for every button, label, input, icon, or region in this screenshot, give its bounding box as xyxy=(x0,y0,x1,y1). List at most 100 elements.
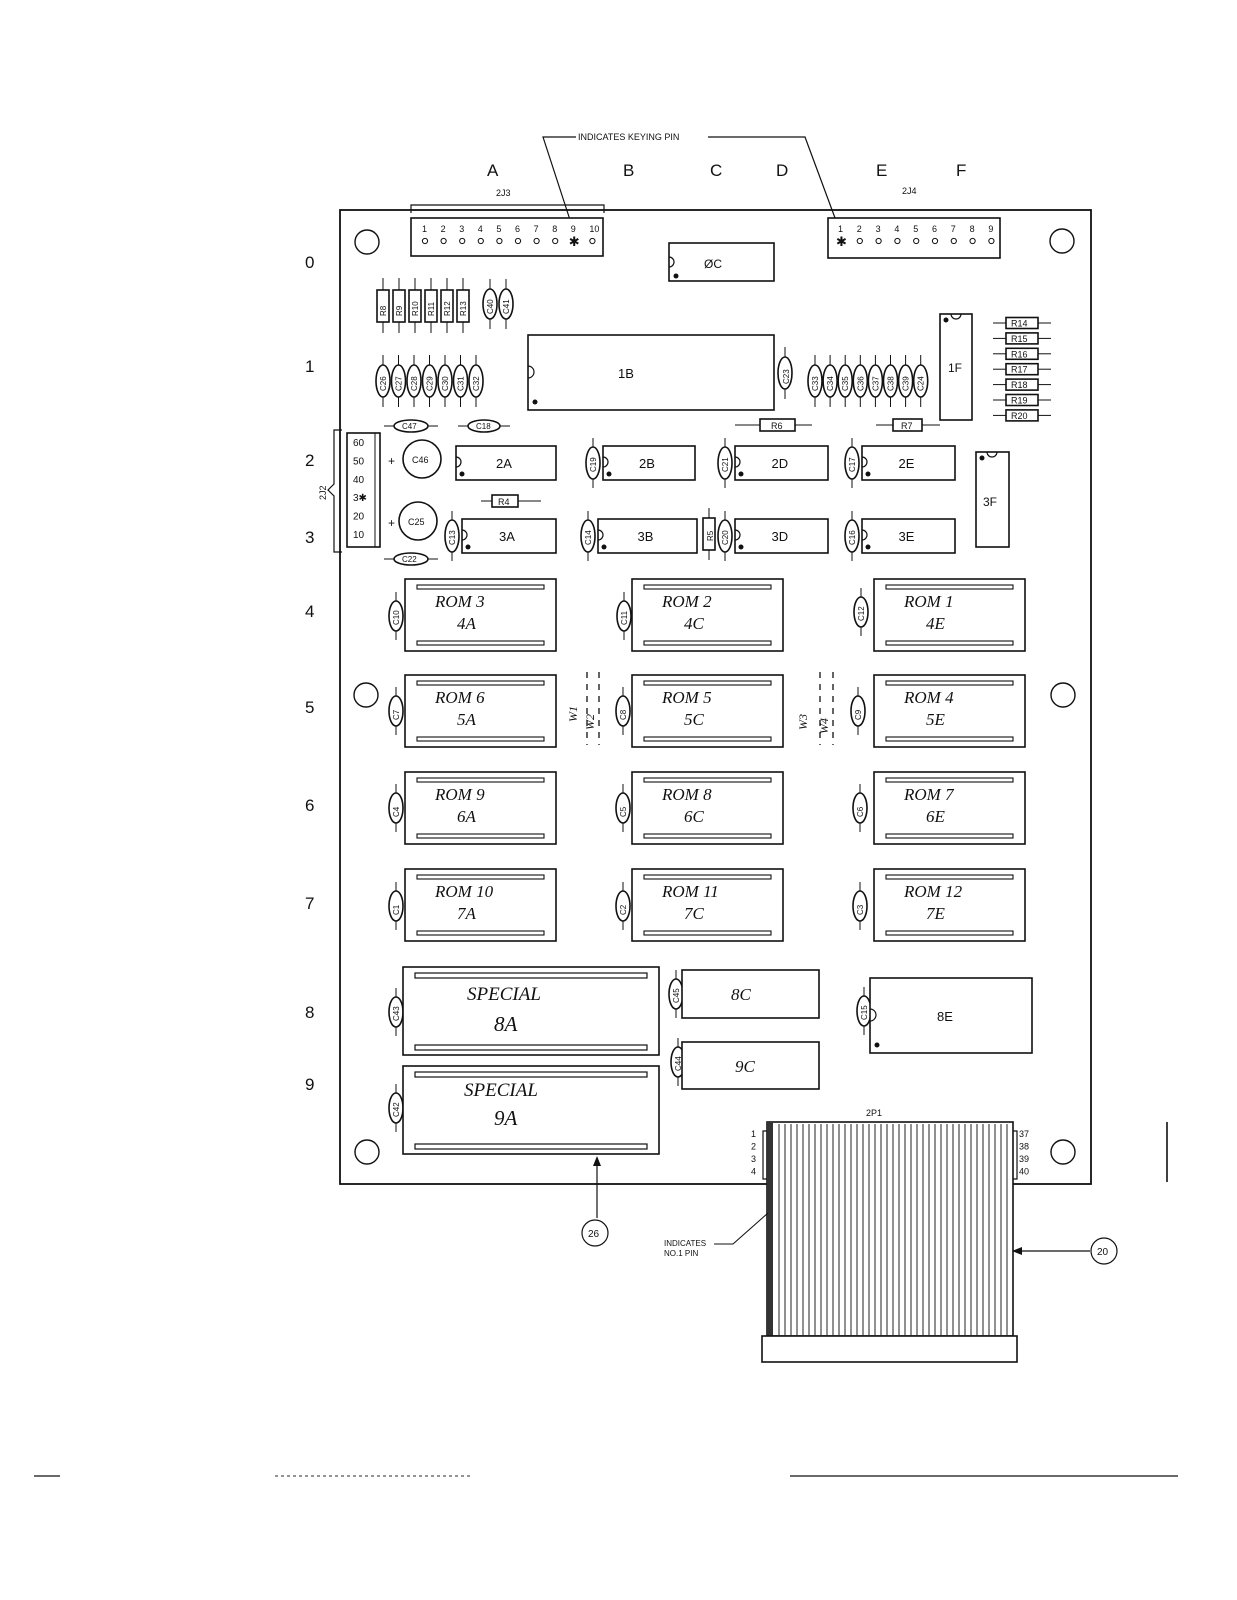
pin1-dot xyxy=(465,544,471,550)
capacitor-c8: C8 xyxy=(615,687,631,735)
capacitor-c39: C39 xyxy=(897,355,914,407)
capacitor-c46-label: C46 xyxy=(412,455,429,465)
connector-2j2-label: 2J2 xyxy=(318,485,328,500)
connector-2j4-label: 2J4 xyxy=(902,186,917,196)
ribbon-conductors xyxy=(778,1124,1008,1335)
pin1-dot xyxy=(738,544,744,550)
special-8a-name: SPECIAL xyxy=(467,984,541,1005)
special-8a-loc: 8A xyxy=(494,1012,518,1036)
capacitor-label: C24 xyxy=(917,376,926,391)
chip-0c-label: ØC xyxy=(704,257,722,271)
capacitor-c16: C16 xyxy=(844,511,860,561)
resistor-label: R11 xyxy=(427,301,436,316)
resistor-label: R16 xyxy=(1011,349,1028,359)
capacitor-c21: C21 xyxy=(717,438,733,488)
resistor-r19: R19 xyxy=(993,393,1051,407)
capacitor-c14: C14 xyxy=(580,511,596,561)
pin-hole xyxy=(421,237,429,245)
capacitor-label: C19 xyxy=(589,457,598,472)
pin1-dot xyxy=(874,1042,880,1048)
capacitor-label: C20 xyxy=(721,530,730,545)
pin-number: 3 xyxy=(459,224,464,234)
chip-label: 3D xyxy=(772,529,789,544)
capacitor-label: C14 xyxy=(584,530,593,545)
resistor-label: R13 xyxy=(459,301,468,316)
resistor-r16: R16 xyxy=(993,347,1051,361)
capacitor-c30: C30 xyxy=(437,355,453,407)
capacitor-label: C38 xyxy=(887,376,896,391)
chip-9c-body xyxy=(681,1041,820,1090)
capacitor-c10: C10 xyxy=(388,592,404,640)
capacitor-label: C16 xyxy=(848,530,857,545)
capacitor-c31: C31 xyxy=(452,355,469,407)
pin-number: 1 xyxy=(422,224,427,234)
chip-label: 3E xyxy=(899,529,915,544)
resistor-r18: R18 xyxy=(993,378,1051,391)
mounting-hole xyxy=(354,1139,380,1165)
pin-number: 8 xyxy=(970,224,975,234)
rom-chip-5a: ROM 65A xyxy=(404,674,557,748)
column-a: A xyxy=(487,161,499,180)
row-8: 8 xyxy=(305,1003,314,1022)
chip-1b: 1B xyxy=(527,334,775,411)
resistor-r5-label: R5 xyxy=(706,530,715,541)
chip-0c-body xyxy=(668,242,775,282)
column-b: B xyxy=(623,161,634,180)
pin-number: 7 xyxy=(534,224,539,234)
mounting-hole xyxy=(1049,228,1075,254)
pin-number: 10 xyxy=(589,224,599,234)
capacitor-c19: C19 xyxy=(585,438,601,488)
chip-label: 2B xyxy=(639,456,655,471)
special-8a: SPECIAL 8A xyxy=(402,966,660,1056)
pin1-dot xyxy=(865,544,871,550)
row-7: 7 xyxy=(305,894,314,913)
capacitor-label: C40 xyxy=(486,299,495,314)
capacitor-c38: C38 xyxy=(882,355,899,407)
rom-chip-5c: ROM 55C xyxy=(631,674,784,748)
connector-2p1-label: 2P1 xyxy=(866,1108,882,1118)
pin-number: 40 xyxy=(353,475,365,486)
capacitor-c27: C27 xyxy=(390,355,407,407)
pin-number: 3✱ xyxy=(353,493,367,504)
resistor-r4-label: R4 xyxy=(498,497,510,507)
pin1-dot xyxy=(979,455,985,461)
pin-number: 8 xyxy=(552,224,557,234)
capacitor-c6: C6 xyxy=(852,784,868,832)
capacitor-c18-label: C18 xyxy=(476,422,491,431)
chip-8c-label: 8C xyxy=(731,985,752,1004)
capacitor-c13: C13 xyxy=(444,511,460,561)
pin-number: 3 xyxy=(751,1154,756,1164)
plus-sign: + xyxy=(388,454,395,468)
resistor-r9: R9 xyxy=(392,278,406,333)
chip-3f-body xyxy=(975,451,1010,548)
pin-number: 39 xyxy=(1019,1154,1029,1164)
chip-label: 2D xyxy=(772,456,789,471)
ribbon-cable xyxy=(766,1121,1014,1337)
pin-hole xyxy=(552,237,559,245)
capacitor-label: C4 xyxy=(392,806,401,817)
resistor-label: R9 xyxy=(395,305,404,316)
row-3: 3 xyxy=(305,528,314,547)
pin-number: 1 xyxy=(751,1129,756,1139)
capacitor-c15: C15 xyxy=(856,987,872,1035)
capacitor-label: C15 xyxy=(860,1005,869,1020)
pin1-dot xyxy=(865,471,871,477)
jumper-w4-label: W4 xyxy=(817,718,831,734)
pin1-dot xyxy=(673,273,679,279)
chip-1b-body xyxy=(527,334,775,411)
rom-chip-4a: ROM 34A xyxy=(404,578,557,652)
rom-name: ROM 3 xyxy=(434,592,485,611)
resistor-label: R19 xyxy=(1011,396,1028,406)
capacitor-label: C43 xyxy=(392,1006,401,1021)
chip-8e-body xyxy=(869,977,1033,1054)
keying-pin-callout: INDICATES KEYING PIN xyxy=(542,132,839,227)
column-labels: A B C D E F xyxy=(487,161,966,180)
rom-location: 5A xyxy=(457,710,477,729)
capacitor-c4: C4 xyxy=(388,784,404,832)
